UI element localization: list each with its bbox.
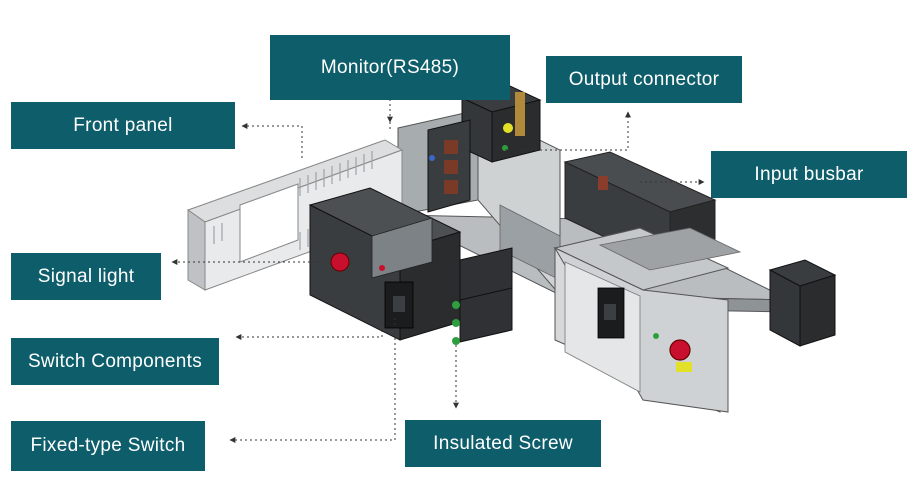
leader-lines <box>171 99 705 443</box>
installed-switch-unit <box>553 227 837 413</box>
label-monitor: Monitor(RS485) <box>270 35 510 100</box>
label-signal-light: Signal light <box>11 253 161 300</box>
label-input-busbar: Input busbar <box>711 151 907 198</box>
leader-fixed-switch <box>229 318 396 443</box>
monitor-module <box>427 119 471 213</box>
label-switch-components: Switch Components <box>11 338 219 385</box>
leader-front-panel <box>241 123 303 158</box>
indicator-yellow <box>503 123 513 133</box>
label-front-panel: Front panel <box>11 102 235 149</box>
front-panel <box>186 139 404 291</box>
label-fixed-type-switch: Fixed-type Switch <box>11 421 205 471</box>
label-insulated-screw: Insulated Screw <box>405 420 601 467</box>
signal-light-red <box>330 252 350 272</box>
leader-switch-components <box>235 330 383 340</box>
insulated-screw <box>452 301 460 309</box>
fixed-type-switch <box>308 187 513 345</box>
label-output-connector: Output connector <box>546 56 742 103</box>
